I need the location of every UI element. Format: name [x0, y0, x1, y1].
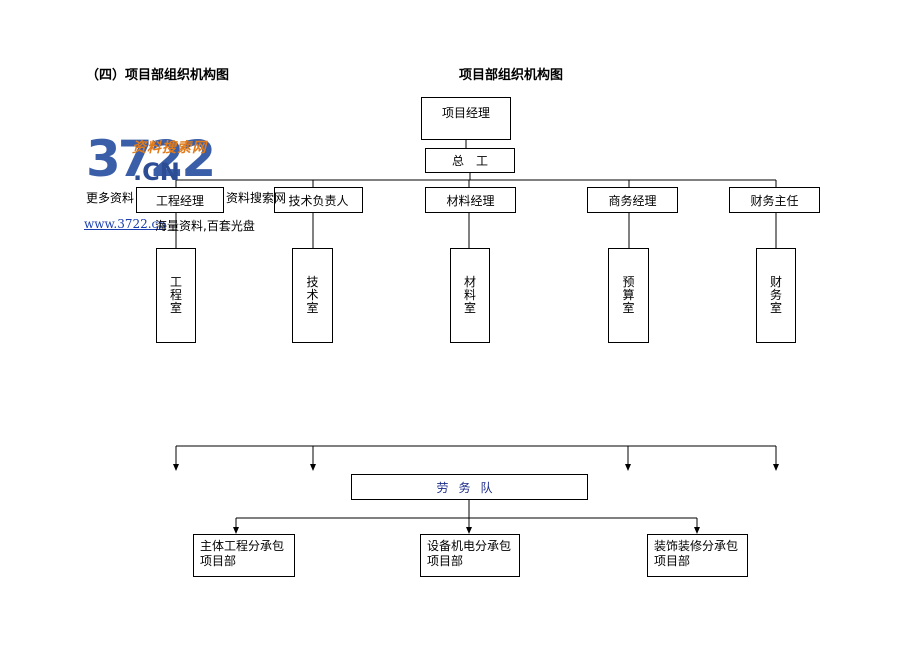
- section-title: （四）项目部组织机构图: [86, 68, 230, 83]
- head-label: 工程经理: [155, 193, 204, 208]
- subcontract-mep: 设备机电分承包 项目部: [420, 534, 520, 577]
- head-engineering: 工程经理: [136, 187, 224, 213]
- subcontract-line: 设备机电分承包: [427, 539, 512, 553]
- office-char: 预: [622, 275, 635, 289]
- office-materials: 材 料 室: [450, 248, 490, 343]
- head-technical: 技术负责人: [274, 187, 363, 213]
- labor-team-label: 劳务队: [436, 480, 503, 495]
- office-char: 室: [622, 301, 635, 315]
- head-finance: 财务主任: [729, 187, 820, 213]
- office-char: 财: [769, 275, 782, 289]
- office-char: 程: [169, 288, 182, 302]
- chief-engineer-label: 总 工: [451, 154, 488, 168]
- subcontract-line: 主体工程分承包: [200, 539, 285, 553]
- office-char: 技: [306, 275, 319, 289]
- office-char: 室: [463, 301, 476, 315]
- subcontract-main-works: 主体工程分承包 项目部: [193, 534, 295, 577]
- office-char: 室: [169, 301, 182, 315]
- watermark-logo-tagline: 资料搜索网: [132, 140, 207, 156]
- chief-engineer-box: 总 工: [425, 148, 515, 173]
- office-char: 务: [769, 288, 782, 302]
- office-char: 材: [463, 275, 476, 289]
- office-finance: 财 务 室: [756, 248, 796, 343]
- office-budget: 预 算 室: [608, 248, 649, 343]
- office-char: 术: [306, 288, 319, 302]
- watermark-logo-number: 3722: [86, 130, 216, 188]
- watermark-line2: 海量资料,百套光盘: [155, 219, 255, 233]
- chart-title: 项目部组织机构图: [459, 68, 564, 83]
- head-label: 商务经理: [608, 193, 657, 208]
- watermark-logo-suffix: .CN: [133, 158, 180, 186]
- watermark-line1: 更多资料: [86, 191, 135, 205]
- head-commerce: 商务经理: [587, 187, 678, 213]
- office-char: 工: [169, 275, 182, 289]
- head-label: 财务主任: [750, 193, 799, 208]
- watermark-link[interactable]: www.3722.cn: [84, 217, 167, 231]
- subcontract-line: 项目部: [654, 554, 691, 568]
- subcontract-line: 项目部: [427, 554, 464, 568]
- watermark-line1-tail: 资料搜索网: [226, 191, 287, 205]
- labor-team-box: 劳务队: [351, 474, 588, 500]
- subcontract-decoration: 装饰装修分承包 项目部: [647, 534, 748, 577]
- head-label: 材料经理: [446, 193, 495, 208]
- office-char: 料: [463, 288, 476, 302]
- subcontract-line: 项目部: [200, 554, 237, 568]
- head-label: 技术负责人: [288, 193, 349, 208]
- office-engineering: 工 程 室: [156, 248, 196, 343]
- office-char: 室: [769, 301, 782, 315]
- project-manager-label: 项目经理: [441, 106, 490, 120]
- head-materials: 材料经理: [425, 187, 516, 213]
- subcontract-line: 装饰装修分承包: [654, 539, 739, 553]
- office-char: 室: [306, 301, 319, 315]
- office-char: 算: [622, 288, 635, 302]
- project-manager-box: 项目经理: [421, 97, 511, 140]
- office-technical: 技 术 室: [292, 248, 333, 343]
